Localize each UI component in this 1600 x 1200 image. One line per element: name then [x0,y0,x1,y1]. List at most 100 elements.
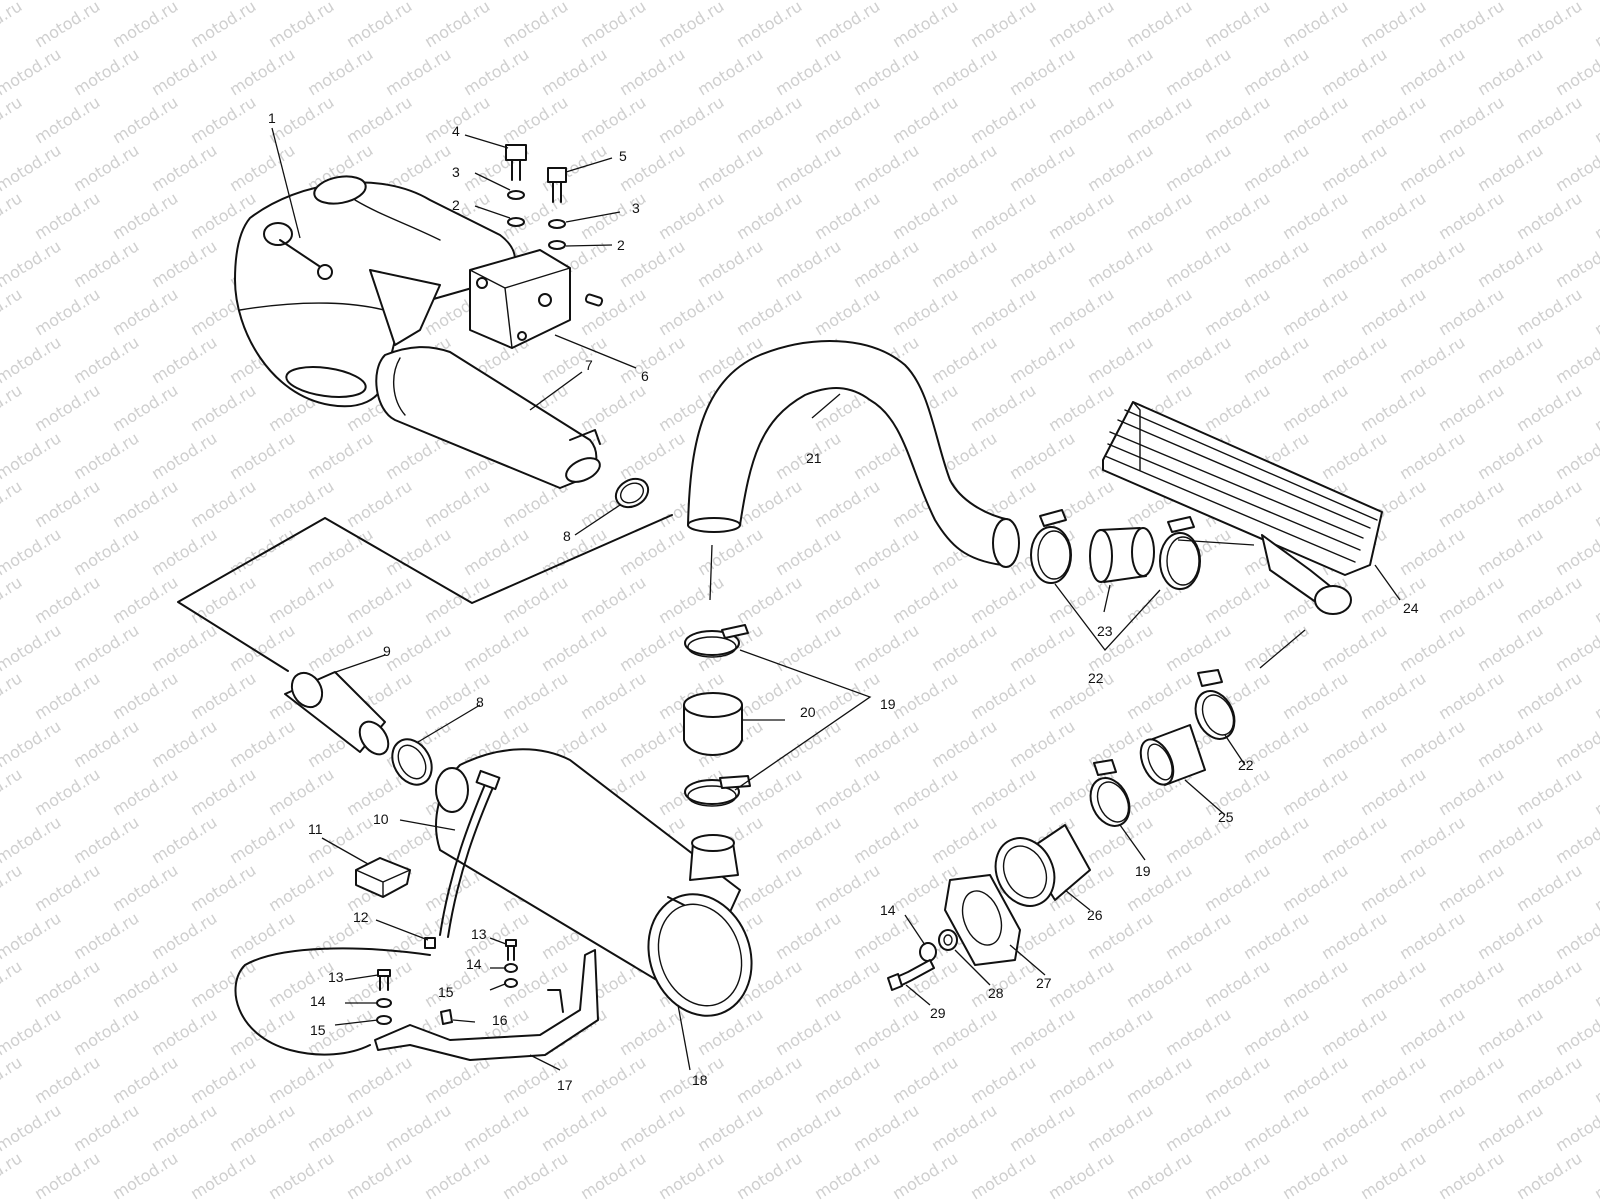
watermark-text: motod.ru [694,0,766,3]
watermark-text: motod.ru [460,524,532,579]
callout-14: 14 [466,956,482,972]
watermark-text: motod.ru [148,1004,220,1059]
sleeve-25-part [1139,724,1206,786]
watermark-text: motod.ru [1357,860,1429,915]
watermark-text: motod.ru [889,0,961,51]
watermark-text: motod.ru [1513,188,1585,243]
watermark-text: motod.ru [967,668,1039,723]
watermark-text: motod.ru [577,92,649,147]
watermark-text: motod.ru [1240,140,1312,195]
watermark-text: motod.ru [1240,812,1312,867]
watermark-text: motod.ru [70,1100,142,1155]
watermark-text: motod.ru [148,812,220,867]
watermark-text: motod.ru [265,572,337,627]
coupler-20-part [683,692,743,756]
watermark-text: motod.ru [1357,1148,1429,1200]
watermark-text: motod.ru [1318,44,1390,99]
watermark-text: motod.ru [967,0,1039,51]
watermark-text: motod.ru [772,236,844,291]
watermark-text: motod.ru [343,92,415,147]
watermark-text: motod.ru [187,572,259,627]
watermark-text: motod.ru [304,44,376,99]
watermark-text: motod.ru [1435,188,1507,243]
callout-16: 16 [492,1012,508,1028]
watermark-text: motod.ru [1396,1196,1468,1200]
watermark-text: motod.ru [616,44,688,99]
watermark-text: motod.ru [1006,0,1078,3]
watermark-text: motod.ru [226,1196,298,1200]
watermark-text: motod.ru [616,1004,688,1059]
watermark-text: motod.ru [0,1148,25,1200]
watermark-text: motod.ru [31,380,103,435]
watermark-text: motod.ru [0,428,64,483]
watermark-text: motod.ru [655,284,727,339]
watermark-text: motod.ru [1162,1196,1234,1200]
watermark-text: motod.ru [1201,284,1273,339]
watermark-text: motod.ru [694,236,766,291]
watermark-text: motod.ru [1240,332,1312,387]
watermark-text: motod.ru [1006,620,1078,675]
watermark-text: motod.ru [616,236,688,291]
watermark-text: motod.ru [1084,332,1156,387]
watermark-text: motod.ru [850,140,922,195]
callout-2: 2 [617,237,625,253]
watermark-text: motod.ru [850,236,922,291]
watermark-text: motod.ru [1084,1100,1156,1155]
watermark-text: motod.ru [811,956,883,1011]
watermark-text: motod.ru [1513,1148,1585,1200]
watermark-text: motod.ru [1084,1004,1156,1059]
strap-10-part [439,769,501,938]
callout-26: 26 [1087,907,1103,923]
watermark-text: motod.ru [577,668,649,723]
watermark-text: motod.ru [382,1100,454,1155]
callout-7: 7 [585,357,593,373]
watermark-text: motod.ru [772,716,844,771]
watermark-text: motod.ru [226,620,298,675]
washer-14-right-part [919,942,937,962]
watermark-text: motod.ru [1240,1100,1312,1155]
watermark-text: motod.ru [616,0,688,3]
watermark-text: motod.ru [0,860,25,915]
watermark-text: motod.ru [0,236,64,291]
watermark-text: motod.ru [655,572,727,627]
watermark-text: motod.ru [382,0,454,3]
watermark-text: motod.ru [1006,332,1078,387]
watermark-text: motod.ru [0,380,25,435]
watermark-text: motod.ru [148,1196,220,1200]
watermark-text: motod.ru [616,620,688,675]
watermark-text: motod.ru [187,1052,259,1107]
watermark-text: motod.ru [850,1004,922,1059]
watermark-text: motod.ru [1591,1148,1600,1200]
watermark-text: motod.ru [889,764,961,819]
watermark-text: motod.ru [1552,812,1600,867]
callout-5: 5 [619,148,627,164]
watermark-text: motod.ru [1435,1148,1507,1200]
watermark-text: motod.ru [733,668,805,723]
watermark-text: motod.ru [0,668,25,723]
watermark-text: motod.ru [187,668,259,723]
watermark-text: motod.ru [1591,476,1600,531]
watermark-text: motod.ru [694,140,766,195]
watermark-text: motod.ru [1474,140,1546,195]
watermark-text: motod.ru [1396,44,1468,99]
watermark-text: motod.ru [1201,188,1273,243]
watermark-text: motod.ru [1591,380,1600,435]
watermark-text: motod.ru [616,428,688,483]
watermark-text: motod.ru [31,668,103,723]
watermark-text: motod.ru [343,476,415,531]
callout-17: 17 [557,1077,573,1093]
watermark-text: motod.ru [187,764,259,819]
watermark-text: motod.ru [733,860,805,915]
watermark-text: motod.ru [928,620,1000,675]
callout-11: 11 [308,821,323,837]
watermark-text: motod.ru [265,764,337,819]
watermark-text: motod.ru [148,0,220,3]
callout-labels: 1 2 2 3 3 4 5 6 7 8 8 9 10 11 12 13 13 1… [268,110,1419,1093]
watermark-text: motod.ru [1357,0,1429,51]
watermark-text: motod.ru [31,0,103,51]
watermark-text: motod.ru [460,1196,532,1200]
watermark-text: motod.ru [1396,908,1468,963]
watermark-text: motod.ru [70,44,142,99]
watermark-text: motod.ru [1006,1100,1078,1155]
